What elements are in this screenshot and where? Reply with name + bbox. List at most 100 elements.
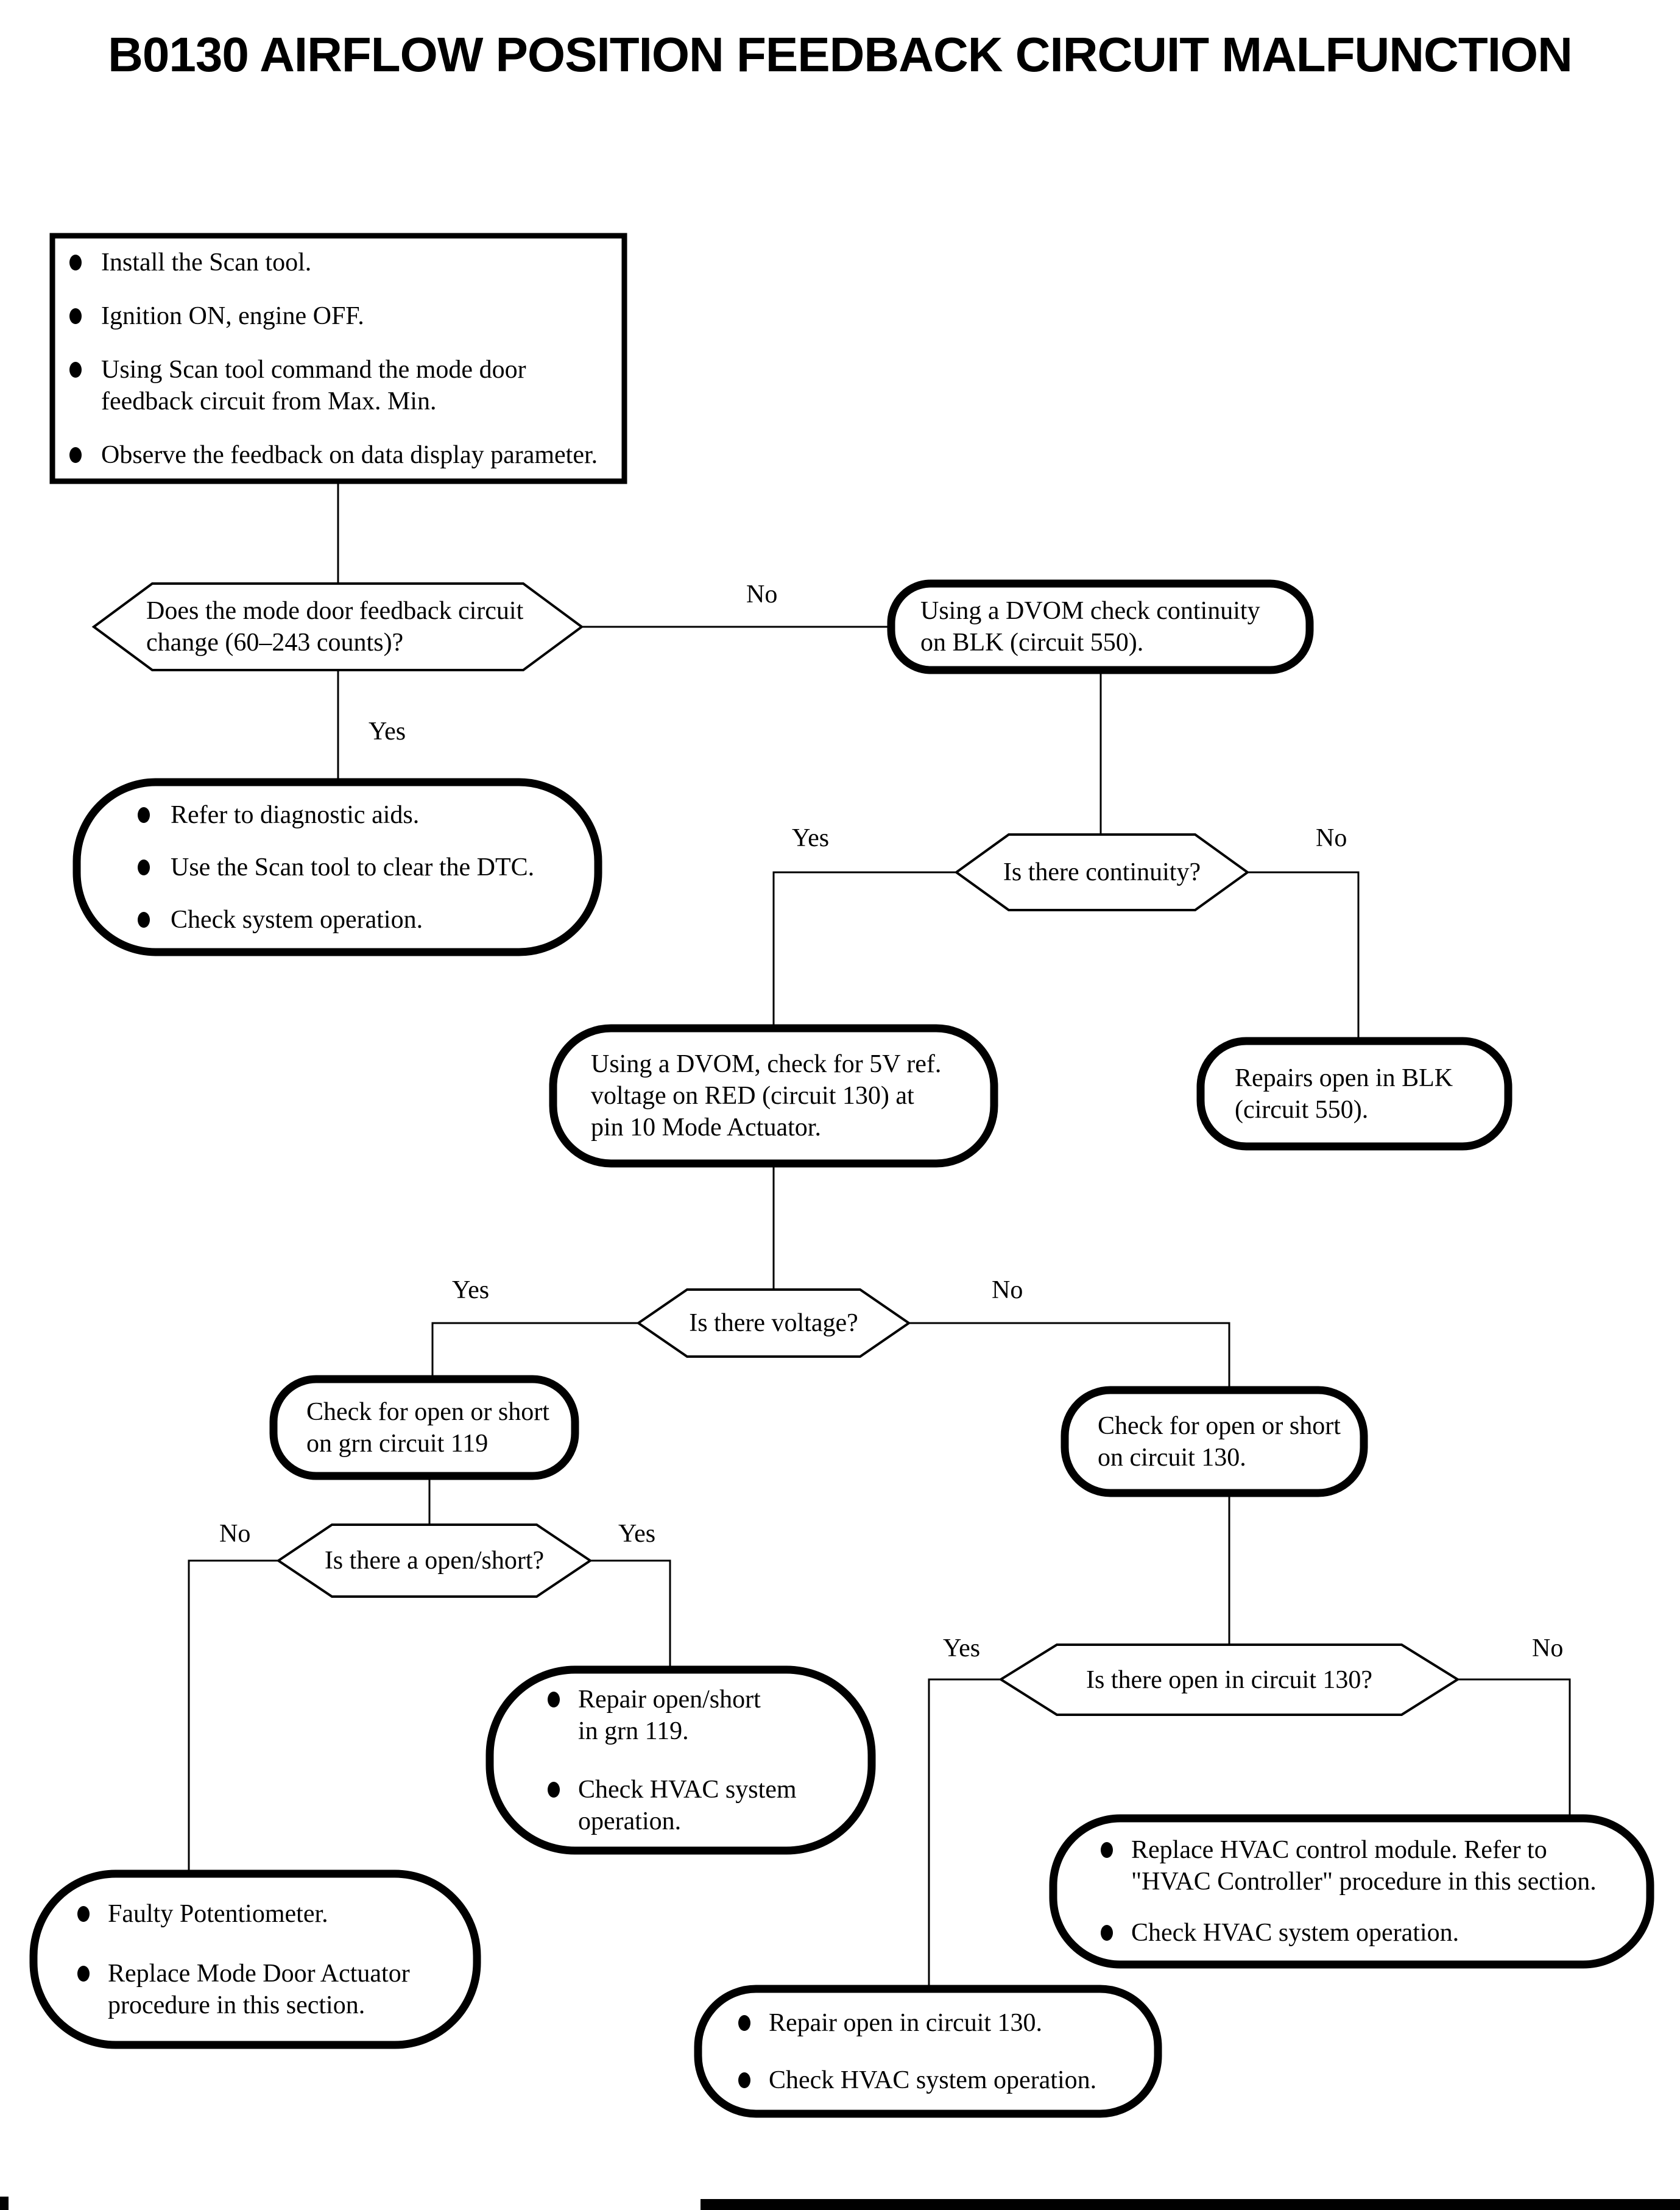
edge-hex2-yes [772, 871, 956, 1028]
edge-hex3-no [909, 1322, 1230, 1390]
edge-label-no: No [219, 1520, 251, 1548]
list-item: Check HVAC system operation. [548, 1774, 930, 1837]
terminal-repair-blk: Repairs open in BLK (circuit 550). [1201, 1041, 1542, 1146]
list-item: Check HVAC system operation. [1101, 1917, 1680, 1949]
start-step: feedback circuit from Max. Min. [101, 387, 437, 415]
list-item: Observe the feedback on data display par… [69, 439, 641, 471]
edge-label-yes: Yes [369, 718, 406, 746]
decision-shapes [91, 582, 1460, 1716]
edge-label-yes: Yes [452, 1276, 490, 1304]
edge-label-no: No [992, 1276, 1023, 1304]
terminal-faulty-pot: Faulty Potentiometer. Replace Mode Door … [34, 1874, 521, 2045]
bullet-icon [138, 911, 150, 928]
decision-text: Is there continuity? [1003, 858, 1201, 886]
edge-label-no: No [1532, 1634, 1564, 1662]
repair-grn119-shape [485, 1665, 876, 1855]
bullet-icon [548, 1691, 560, 1707]
repair-c130-shape [694, 1985, 1162, 2118]
terminal-step: "HVAC Controller" procedure in this sect… [1131, 1868, 1597, 1896]
edge-label-no: No [746, 581, 778, 609]
check-c130-shape [1061, 1386, 1368, 1497]
faulty-pot-shape [29, 1869, 481, 2049]
terminal-step: Check HVAC system [578, 1775, 797, 1804]
action-text: on grn circuit 119 [306, 1429, 489, 1458]
terminal-step: Refer to diagnostic aids. [171, 800, 420, 829]
hex-open-c130-shape [998, 1643, 1460, 1716]
terminal-step: in grn 119. [578, 1717, 689, 1745]
terminal-step: Check HVAC system operation. [769, 2066, 1097, 2094]
terminal-text: Repairs open in BLK [1235, 1064, 1453, 1092]
list-item: Repair open/short in grn 119. [548, 1684, 930, 1747]
bullet-icon [138, 807, 150, 823]
bullet-icon [77, 1965, 90, 1982]
action-text: Check for open or short [306, 1397, 549, 1426]
terminal-replace-hvac: Replace HVAC control module. Refer to "H… [1053, 1818, 1680, 1965]
terminal-step: procedure in this section. [108, 1991, 365, 2019]
list-item: Use the Scan tool to clear the DTC. [138, 852, 659, 883]
scan-edge-artifact [701, 2199, 1680, 2210]
hex-feedback-change-shape [91, 582, 584, 671]
hex-voltage-shape [636, 1288, 911, 1358]
edge-label-no: No [1316, 824, 1347, 852]
hex-continuity-shape [954, 833, 1250, 911]
decision-open-c130: Is there open in circuit 130? [1001, 1645, 1458, 1715]
terminal-step: Use the Scan tool to clear the DTC. [171, 853, 535, 881]
bullet-icon [1101, 1925, 1113, 1941]
decision-text: Is there open in circuit 130? [1086, 1665, 1372, 1694]
bullet-icon [1101, 1842, 1113, 1858]
bullet-icon [548, 1781, 560, 1798]
edge-label-yes: Yes [943, 1634, 981, 1662]
decision-text: Does the mode door feedback circuit [146, 597, 524, 625]
list-item: Using Scan tool command the mode door fe… [69, 354, 641, 417]
terminal-step: operation. [578, 1807, 682, 1835]
edge-hex4-yes [590, 1559, 671, 1670]
terminal-repair-grn119: Repair open/short in grn 119. Check HVAC… [490, 1670, 930, 1851]
start-step: Ignition ON, engine OFF. [101, 302, 364, 330]
decision-text: change (60–243 counts)? [146, 629, 404, 657]
terminal-repair-c130: Repair open in circuit 130. Check HVAC s… [698, 1989, 1198, 2114]
edge-hex2-no [1248, 871, 1360, 1041]
decision-text: Is there a open/short? [324, 1547, 545, 1575]
list-item: Repair open in circuit 130. [738, 2007, 1198, 2039]
terminal-step: Replace Mode Door Actuator [108, 1959, 410, 1988]
list-item: Faulty Potentiometer. [77, 1898, 521, 1930]
page-title: B0130 AIRFLOW POSITION FEEDBACK CIRCUIT … [108, 27, 1573, 82]
check-5v-shape [549, 1024, 998, 1168]
bullet-icon [69, 361, 82, 378]
action-text: pin 10 Mode Actuator. [591, 1114, 821, 1142]
terminal-step: Check system operation. [171, 905, 423, 934]
edge-hex5-yes [928, 1678, 1001, 1989]
edge-hex4-no [188, 1559, 278, 1874]
action-check-c130: Check for open or short on circuit 130. [1065, 1390, 1397, 1493]
bullet-icon [69, 308, 82, 324]
list-item: Check system operation. [138, 904, 659, 936]
terminal-step: Repair open/short [578, 1685, 761, 1714]
bullet-icon [69, 254, 82, 270]
decision-voltage: Is there voltage? [638, 1290, 909, 1357]
action-text: Using a DVOM check continuity [920, 597, 1260, 625]
action-text: Check for open or short [1098, 1411, 1341, 1440]
decision-text: Is there voltage? [689, 1309, 858, 1337]
check-continuity-shape [887, 579, 1314, 674]
action-check-grn119: Check for open or short on grn circuit 1… [274, 1379, 608, 1476]
action-check-continuity: Using a DVOM check continuity on BLK (ci… [891, 584, 1339, 670]
list-item: Refer to diagnostic aids. [138, 799, 659, 831]
action-text: on circuit 130. [1098, 1443, 1246, 1472]
start-step: Observe the feedback on data display par… [101, 440, 598, 469]
terminal-step: Repair open in circuit 130. [769, 2008, 1043, 2037]
terminal-diagnostic-aids: Refer to diagnostic aids. Use the Scan t… [77, 782, 659, 952]
diagnostic-aids-shape [72, 778, 602, 956]
start-box: Install the Scan tool. Ignition ON, engi… [52, 236, 641, 481]
terminal-step: Replace HVAC control module. Refer to [1131, 1836, 1547, 1864]
terminal-step: Check HVAC system operation. [1131, 1919, 1459, 1947]
bullet-icon [69, 447, 82, 463]
edge-hex5-no [1458, 1678, 1571, 1818]
list-item: Check HVAC system operation. [738, 2064, 1198, 2096]
list-item: Replace HVAC control module. Refer to "H… [1101, 1834, 1680, 1898]
repair-blk-shape [1196, 1037, 1512, 1151]
start-step: Install the Scan tool. [101, 248, 312, 277]
check-grn119-shape [269, 1375, 579, 1480]
decision-feedback-change: Does the mode door feedback circuit chan… [94, 584, 634, 670]
